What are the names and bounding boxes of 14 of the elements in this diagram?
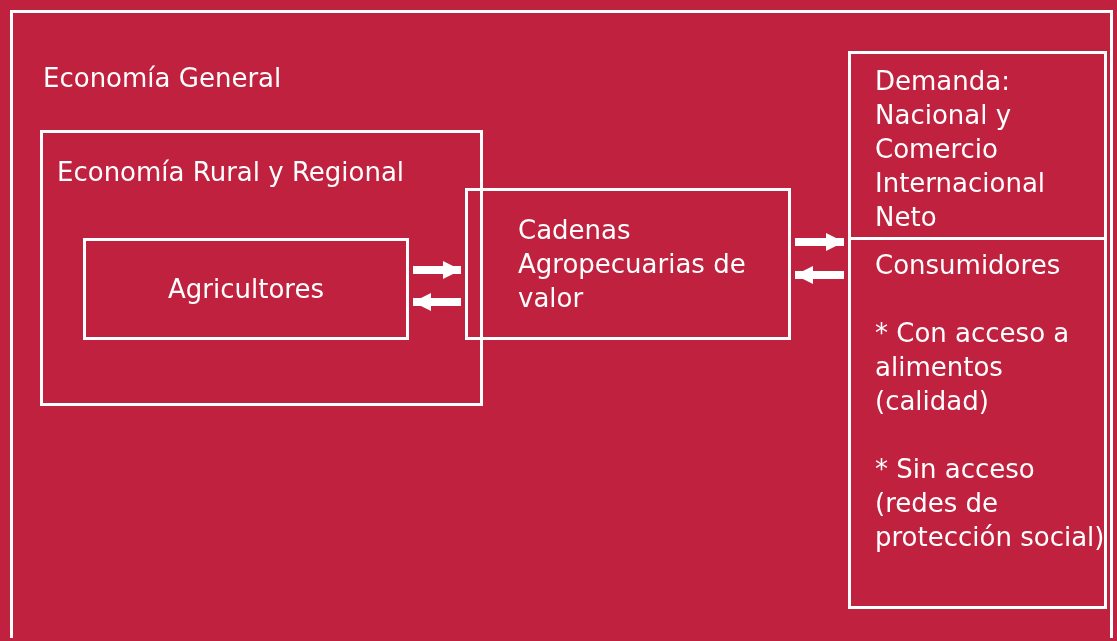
box-text: * Con acceso a alimentos (calidad) — [875, 317, 1071, 418]
box-outline — [465, 188, 791, 340]
box-outline — [83, 238, 409, 340]
box-heading: Consumidores — [875, 249, 1062, 282]
box-heading: Demanda: Nacional y Comercio Internacional Neto — [875, 65, 1047, 234]
box-heading: Economía General — [43, 62, 283, 95]
box-outline — [848, 51, 1107, 240]
box-outline — [40, 130, 483, 406]
box-heading: Agricultores — [167, 273, 325, 306]
box-heading: Cadenas Agropecuarias de valor — [518, 214, 747, 315]
box-text: * Sin acceso (redes de protección social) — [875, 453, 1105, 554]
box-outline — [848, 237, 1107, 609]
box-outline — [10, 10, 1113, 638]
box-heading: Economía Rural y Regional — [57, 156, 406, 189]
